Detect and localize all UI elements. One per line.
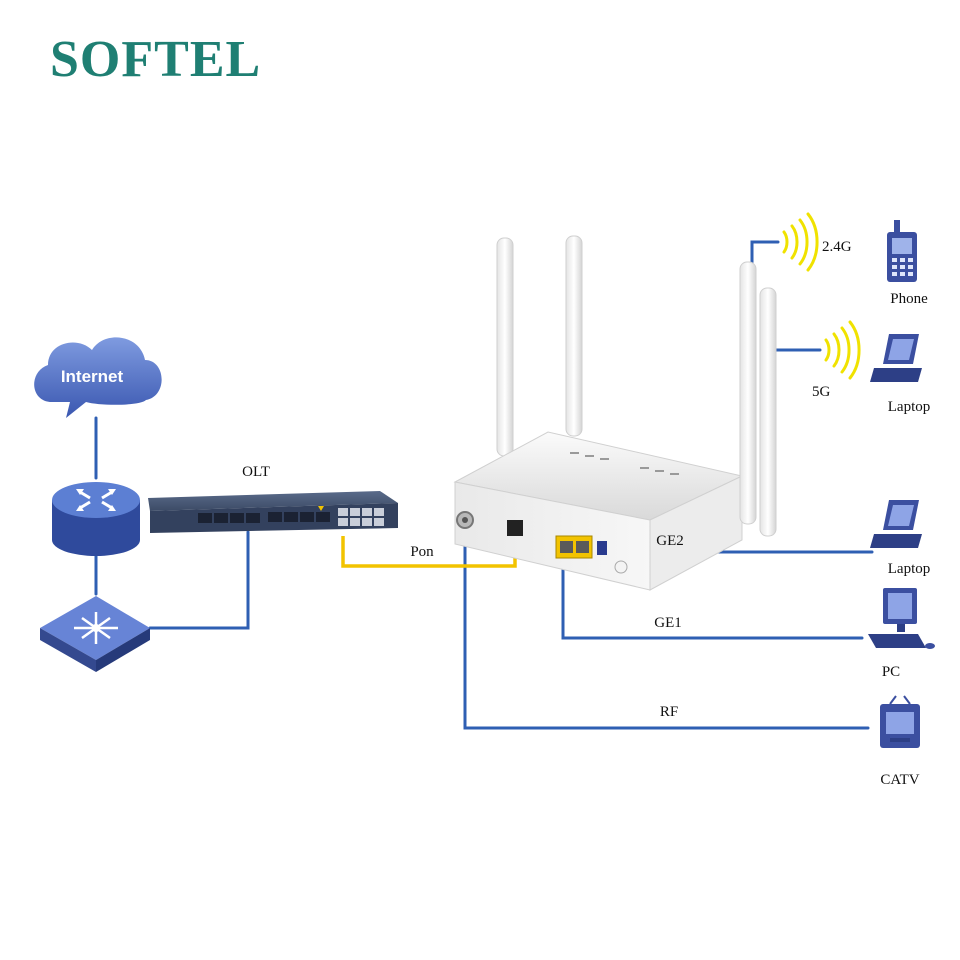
device-label-pc: PC [882, 664, 900, 680]
mobile-phone-icon [887, 220, 917, 282]
olt-device: OLT [148, 464, 398, 533]
link-wifi-24 [750, 240, 780, 264]
device-label-laptop-ge2: Laptop [888, 561, 931, 577]
wifi-5-label: 5G [812, 384, 831, 400]
wifi-signal-24-icon [782, 212, 819, 272]
core-router-icon [52, 482, 140, 556]
pon-port [507, 520, 523, 536]
device-label-laptop-wifi: Laptop [888, 399, 931, 415]
onu-router [453, 235, 777, 591]
laptop-icon [870, 500, 922, 548]
wifi-signal-5-icon [824, 320, 861, 380]
ge2-label: GE2 [656, 533, 684, 549]
link-rf-catv [463, 523, 870, 730]
switch-icon [40, 596, 150, 672]
device-label-phone: Phone [890, 291, 928, 307]
internet-label: Internet [61, 367, 124, 386]
device-label-catv: CATV [880, 772, 919, 788]
ge1-label: GE1 [654, 615, 682, 631]
pon-label: Pon [410, 544, 434, 560]
tv-icon [880, 695, 920, 748]
laptop-icon [870, 334, 922, 382]
wifi-24-label: 2.4G [822, 239, 852, 255]
power-button [614, 560, 628, 574]
link-ge1-pc [561, 558, 864, 640]
router-antenna [739, 261, 757, 525]
olt-label: OLT [242, 464, 270, 480]
router-antenna [565, 235, 583, 437]
link-switch-olt [148, 530, 250, 630]
rf-label: RF [660, 704, 678, 720]
router-antenna [759, 287, 777, 537]
brand-logo: SOFTEL [50, 31, 262, 88]
internet-cloud: Internet [34, 337, 162, 418]
power-port [597, 541, 607, 555]
desktop-pc-icon [868, 588, 935, 649]
router-antenna [496, 237, 514, 457]
